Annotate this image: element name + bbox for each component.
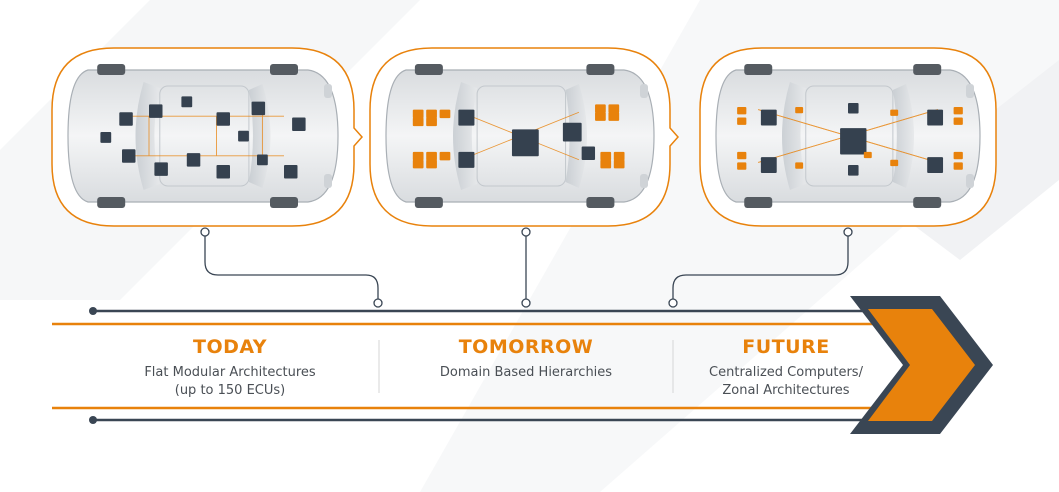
connector-today <box>205 232 378 303</box>
car-bubble-future <box>700 48 996 226</box>
stage-desc-future-1: Centralized Computers/ <box>636 364 936 382</box>
stage-title-tomorrow: TOMORROW <box>376 336 676 358</box>
stage-desc-tomorrow-1: Domain Based Hierarchies <box>376 364 676 382</box>
stage-today: TODAY Flat Modular Architectures (up to … <box>80 336 380 400</box>
car-bubble-today <box>52 48 362 226</box>
stage-tomorrow: TOMORROW Domain Based Hierarchies <box>376 336 676 382</box>
stage-desc-today-1: Flat Modular Architectures <box>80 364 380 382</box>
car-bubble-tomorrow <box>370 48 678 226</box>
stage-future: FUTURE Centralized Computers/ Zonal Arch… <box>636 336 936 400</box>
car-bubbles <box>52 48 996 226</box>
stage-title-today: TODAY <box>80 336 380 358</box>
stage-desc-today-2: (up to 150 ECUs) <box>80 382 380 400</box>
stage-desc-future-2: Zonal Architectures <box>636 382 936 400</box>
stage-title-future: FUTURE <box>636 336 936 358</box>
